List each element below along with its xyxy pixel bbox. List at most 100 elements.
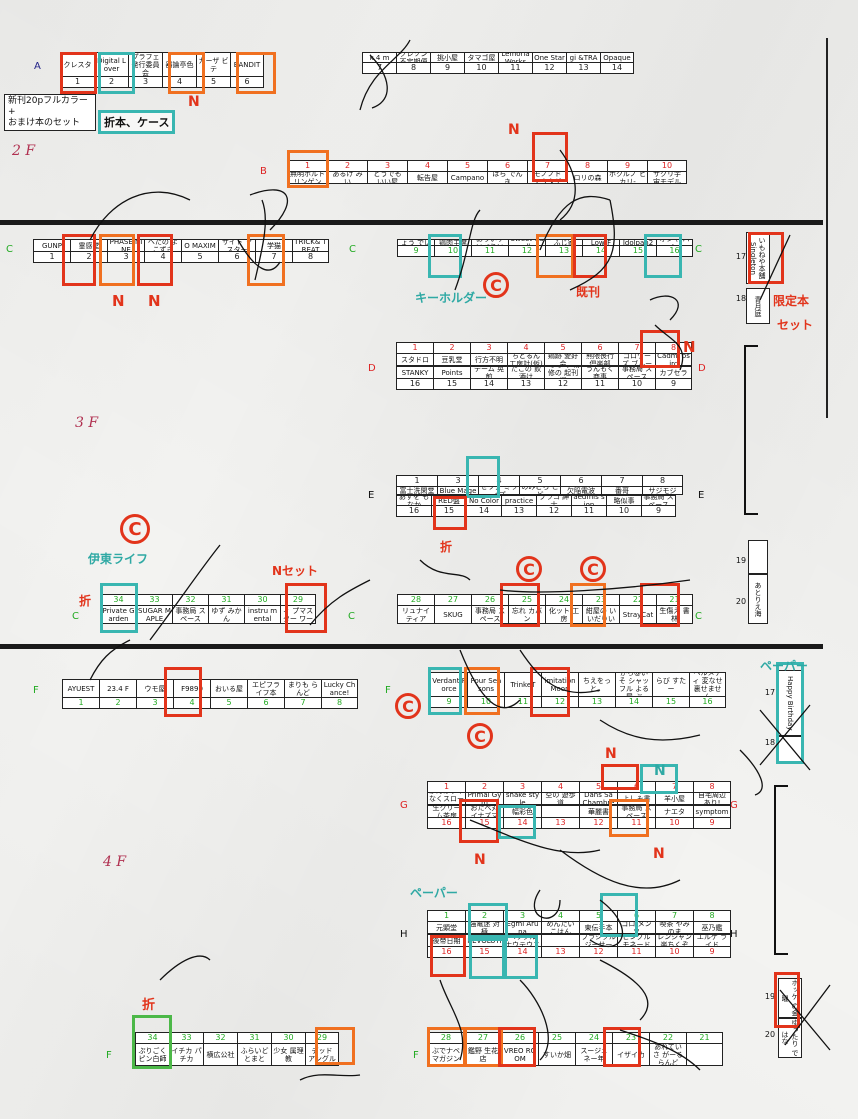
- booth-name: 熊隈喪行 倶楽部: [586, 354, 614, 365]
- booth-row-F-left-8: Lucky Chance!8: [321, 679, 358, 709]
- booth-name: ナエタ: [664, 807, 685, 816]
- booth-number: 5: [580, 911, 617, 922]
- booth-number: 10: [607, 505, 641, 516]
- booth-name: イチカ パチカ: [171, 1046, 202, 1063]
- booth-number: 14: [504, 817, 541, 828]
- booth-17-4f: Happy Birthday: [778, 670, 802, 736]
- row-letter-g-left: G: [400, 800, 408, 811]
- floor-label-4f: 4 F: [103, 854, 127, 870]
- booth-number: 12: [580, 817, 617, 828]
- booth-number: 7: [602, 476, 642, 487]
- booth-name: のみどら こーどー: [520, 487, 560, 494]
- booth-name: リュナイ ティア: [402, 606, 430, 623]
- booth-name: テーム 晃煎: [473, 367, 504, 378]
- booth-number: 9: [642, 505, 675, 516]
- booth-row-E-top-5: のみどら こーどー5: [519, 475, 560, 495]
- booth-name: 23.4 F: [107, 684, 129, 693]
- annotation-n: N: [112, 292, 125, 310]
- booth-name: ぶでナベ マガジン: [432, 1046, 460, 1063]
- booth-number-19-3f: 19: [735, 556, 747, 565]
- booth-number: 15: [620, 245, 656, 256]
- booth-number: 29: [281, 595, 315, 606]
- booth-name: デッド アングル: [308, 1046, 336, 1063]
- booth-number: 10: [465, 62, 498, 73]
- booth-number: 3: [504, 911, 541, 922]
- booth-name: 豆乳堂: [441, 355, 463, 364]
- booth-name: No Color: [468, 496, 500, 505]
- booth-name: ロリの森: [573, 173, 602, 182]
- booth-number: 13: [546, 245, 582, 256]
- booth-number: 5: [211, 697, 247, 708]
- booth-number: 6: [561, 476, 601, 487]
- booth-number: 14: [583, 245, 619, 256]
- booth-number: 8: [397, 62, 430, 73]
- booth-number: 2: [71, 251, 107, 262]
- annotation-ori: 折: [440, 540, 453, 554]
- booth-name: [687, 1044, 722, 1065]
- booth-number: 9: [608, 161, 647, 172]
- booth-number: 10: [656, 817, 693, 828]
- booth-name: かち@いそ シャッフル よる屋 ぶ: [618, 673, 650, 696]
- booth-row-F2-right-21: 21: [686, 1032, 723, 1066]
- booth-name: 喫茶 やみのま: [659, 922, 690, 933]
- booth-number: 6: [248, 697, 284, 708]
- booth-name: 霊感堂: [78, 241, 100, 250]
- row-letter-e-right: E: [698, 490, 705, 501]
- booth-20-4f: ゆったり ではな: [778, 1018, 802, 1058]
- row-letter-d-left: D: [368, 363, 376, 374]
- booth-name: shake style: [505, 793, 540, 804]
- annotation-n: N: [683, 338, 696, 356]
- booth-name: RED盤: [438, 496, 460, 505]
- booth-number: 13: [542, 817, 579, 828]
- booth-name: STANKY: [401, 368, 429, 377]
- booth-number: 5: [448, 161, 487, 172]
- booth-number: 9: [431, 62, 464, 73]
- annotation-ito-life: 伊東ライフ: [88, 552, 149, 566]
- booth-number: 2: [466, 782, 503, 793]
- booth-number: 33: [170, 1033, 203, 1044]
- booth-number: 27: [465, 1033, 501, 1044]
- booth-number: 26: [472, 595, 508, 606]
- booth-name: エピフラ イフ本: [252, 680, 280, 697]
- booth-name: プラコ 紳士: [538, 496, 570, 505]
- booth-number: 3: [137, 697, 173, 708]
- booth-number: 5: [580, 782, 617, 793]
- booth-row-G-top-1: かんぱすや なくスロース1: [427, 781, 465, 805]
- booth-name: 東伝手本: [584, 923, 613, 932]
- booth-name: へたの よこずき: [147, 240, 179, 251]
- annotation-gentei-2: セット: [777, 318, 814, 332]
- booth-name: おたべ丸 イナズマ: [470, 806, 499, 817]
- booth-name: Opaque: [603, 53, 631, 62]
- booth-row-D-top-4: ちどるん 工房計(仮)4: [507, 342, 544, 366]
- row-letter-h-right: H: [730, 929, 738, 940]
- row-letter-e-left: E: [368, 490, 375, 501]
- booth-number: 13: [542, 946, 579, 957]
- booth-name: オシャ パン: [657, 240, 692, 245]
- booth-number: 29: [306, 1033, 338, 1044]
